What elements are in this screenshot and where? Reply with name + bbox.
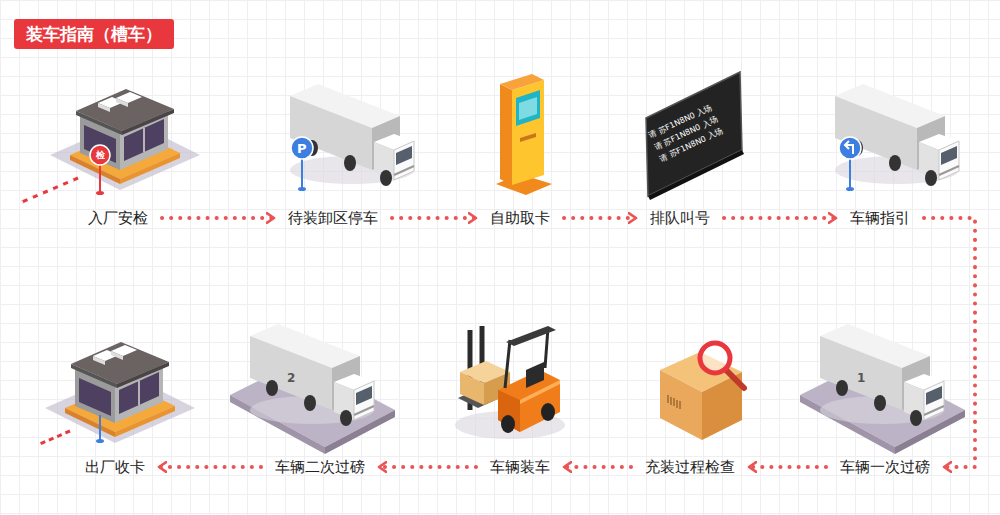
step-caption: 车辆二次过磅 (271, 455, 369, 479)
first-weigh-truck (820, 324, 944, 426)
inspect-box (700, 343, 730, 373)
guide-truck (835, 84, 959, 186)
exit-booth (45, 342, 195, 443)
parked-truck (290, 84, 414, 186)
forklift (455, 326, 565, 439)
exit-booth (96, 439, 104, 443)
entry-booth (96, 191, 104, 195)
step-caption: 自助取卡 (486, 206, 554, 230)
exit-booth (99, 415, 101, 440)
inspect-box (660, 370, 702, 440)
entry-booth (22, 89, 200, 202)
first-weigh-truck (800, 324, 965, 454)
inspect-box (668, 395, 680, 409)
card-kiosk (500, 74, 544, 90)
entry-booth (90, 145, 110, 165)
flow-arrow (564, 465, 631, 469)
step-text: 充装过程检查 (645, 457, 735, 477)
parked-truck (301, 158, 303, 188)
card-kiosk (519, 97, 537, 120)
title-tag: 装车指南（槽车） (14, 19, 174, 49)
card-kiosk (512, 80, 544, 185)
sign-text: 检 (96, 151, 105, 160)
step-text: 车辆装车 (490, 457, 550, 477)
second-weigh-truck (250, 324, 374, 426)
step-caption: 排队叫号 (646, 206, 714, 230)
step-caption: 入厂安检 (84, 206, 152, 230)
flow-arrow (159, 465, 261, 469)
forklift (498, 390, 520, 432)
guide-truck (849, 158, 851, 188)
callout-number: 1 (857, 372, 865, 384)
flow-arrow (379, 465, 476, 469)
exit-booth (40, 431, 70, 444)
inspect-box (680, 401, 681, 409)
step-text: 车辆指引 (850, 208, 910, 228)
step-caption: 车辆一次过磅 (836, 455, 934, 479)
step-caption: 车辆指引 (846, 206, 914, 230)
card-kiosk (520, 133, 536, 142)
entry-booth (50, 89, 200, 190)
flow-arrow (924, 218, 975, 467)
forklift (501, 415, 515, 433)
flow-arrow (749, 465, 826, 469)
exit-booth (40, 342, 195, 444)
inspect-box (674, 398, 675, 406)
parked-truck (290, 84, 414, 191)
step-text: 待装卸区停车 (288, 208, 378, 228)
inspect-box (660, 343, 744, 440)
entry-booth (22, 178, 78, 202)
flow-arrow (564, 216, 636, 220)
forklift (505, 340, 510, 388)
guide-truck (839, 137, 861, 159)
entry-booth (22, 178, 78, 202)
inspect-box (668, 395, 669, 403)
parked-truck (298, 187, 306, 191)
guide-truck (846, 187, 854, 191)
forklift (526, 362, 544, 388)
step-caption: 待装卸区停车 (284, 206, 382, 230)
card-kiosk (500, 84, 512, 185)
forklift (541, 403, 555, 421)
inspect-box (727, 371, 744, 388)
callout-number: 2 (287, 372, 295, 384)
parking-mark: P (297, 142, 307, 155)
parked-truck (291, 137, 313, 159)
step-text: 车辆一次过磅 (840, 457, 930, 477)
inspect-box (677, 400, 678, 408)
step-text: 排队叫号 (650, 208, 710, 228)
flow-arrow (392, 216, 476, 220)
step-caption: 充装过程检查 (641, 455, 739, 479)
guide-truck (845, 141, 853, 154)
card-kiosk (496, 74, 552, 195)
flow-arrow (162, 216, 274, 220)
inspect-box (671, 397, 672, 405)
forklift (506, 326, 556, 346)
step-text: 车辆二次过磅 (275, 457, 365, 477)
forklift (460, 372, 484, 405)
second-weigh-truck (230, 324, 395, 454)
flow-arrow (724, 216, 836, 220)
step-text: 自助取卡 (490, 208, 550, 228)
step-text: 入厂安检 (88, 208, 148, 228)
step-text: 出厂收卡 (85, 457, 145, 477)
step-caption: 车辆装车 (486, 455, 554, 479)
entry-booth (99, 165, 101, 192)
guide-truck (835, 84, 959, 191)
card-kiosk (516, 90, 540, 126)
step-caption: 出厂收卡 (81, 455, 149, 479)
